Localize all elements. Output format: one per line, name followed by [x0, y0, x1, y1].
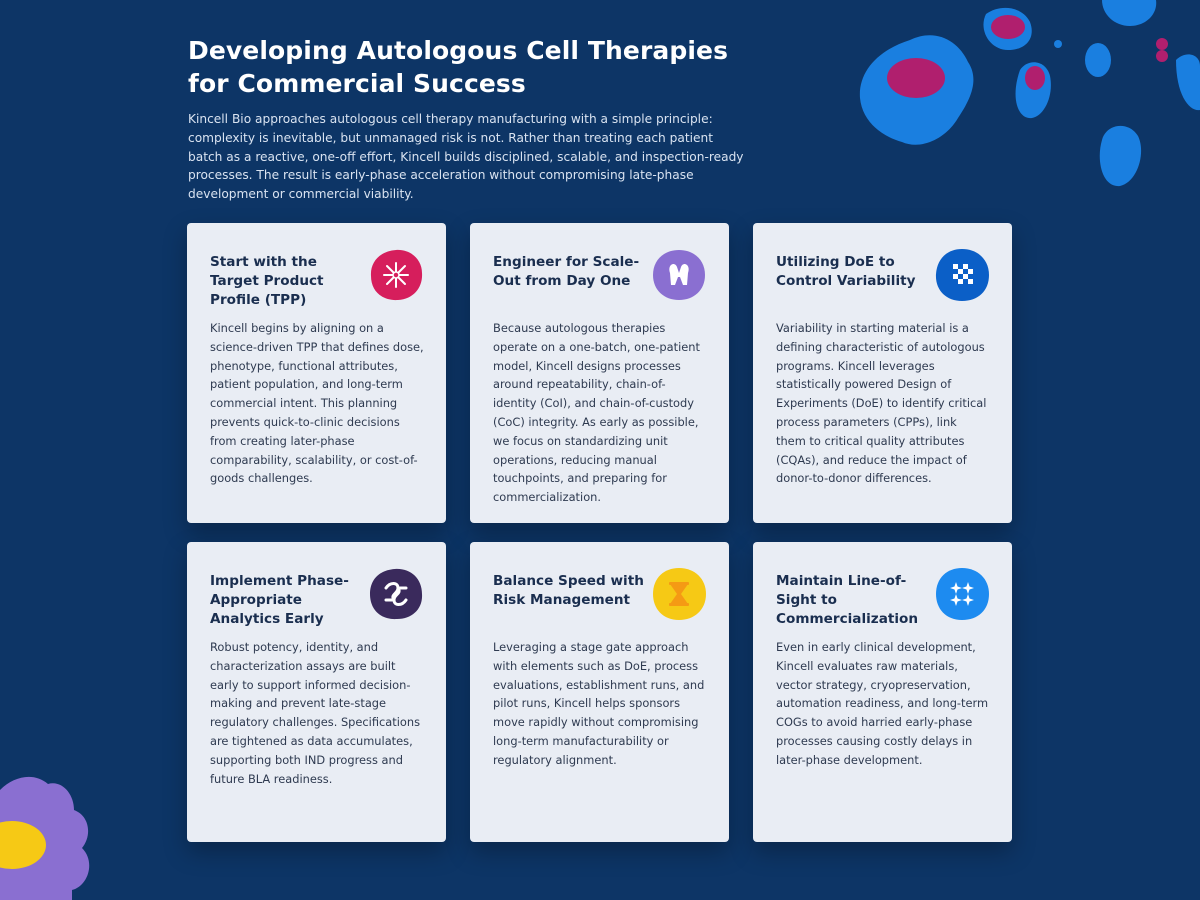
intro-paragraph: Kincell Bio approaches autologous cell t… [188, 112, 744, 202]
cell-shape [1176, 54, 1200, 111]
cell-dot [1156, 50, 1168, 62]
cell-nucleus [887, 58, 945, 98]
cell-nucleus [991, 15, 1025, 39]
page-title: Developing Autologous Cell Therapies for… [188, 36, 729, 98]
starburst-icon [368, 247, 424, 303]
cell-shape [1102, 0, 1157, 26]
card-target-product-profile: Start with the Target Product Profile (T… [187, 223, 446, 523]
card-body: Even in early clinical development, Kinc… [776, 640, 989, 767]
cell-shape [983, 7, 1032, 50]
checker-grid-icon [934, 247, 990, 303]
interlock-icon [368, 566, 424, 622]
card-scale-out: Engineer for Scale-Out from Day One Beca… [470, 223, 729, 523]
cell-shape [1085, 43, 1111, 77]
intro-section: Developing Autologous Cell Therapies for… [188, 34, 748, 204]
sparkle-grid-icon [934, 566, 990, 622]
card-body: Because autologous therapies operate on … [493, 321, 700, 505]
link-shape-icon [651, 247, 707, 303]
decorative-cells [840, 0, 1200, 200]
card-title: Engineer for Scale-Out from Day One [493, 254, 640, 289]
card-title: Implement Phase-Appropriate Analytics Ea… [210, 573, 349, 627]
decorative-cell-bottom [0, 770, 110, 900]
card-body: Variability in starting material is a de… [776, 321, 987, 486]
card-title: Balance Speed with Risk Management [493, 573, 644, 608]
card-doe-variability: Utilizing DoE to Control Variability [753, 223, 1012, 523]
cell-shape [1015, 62, 1051, 119]
cell-nucleus [0, 821, 46, 869]
card-title: Utilizing DoE to Control Variability [776, 254, 916, 289]
card-title: Start with the Target Product Profile (T… [210, 254, 324, 308]
cell-dot [1156, 38, 1168, 50]
cell-shape [859, 35, 974, 145]
card-speed-risk: Balance Speed with Risk Management Lever… [470, 542, 729, 842]
card-body: Leveraging a stage gate approach with el… [493, 640, 705, 767]
cell-nucleus [1025, 66, 1045, 90]
card-body: Robust potency, identity, and characteri… [210, 640, 421, 786]
card-commercialization: Maintain Line-of-Sight to Commercializat… [753, 542, 1012, 842]
cell-shape [0, 776, 90, 900]
hourglass-icon [651, 566, 707, 622]
cell-shape [1099, 125, 1142, 187]
card-body: Kincell begins by aligning on a science-… [210, 321, 424, 486]
card-grid: Start with the Target Product Profile (T… [187, 223, 1013, 842]
card-phase-analytics: Implement Phase-Appropriate Analytics Ea… [187, 542, 446, 842]
cell-dot [1054, 40, 1062, 48]
card-title: Maintain Line-of-Sight to Commercializat… [776, 573, 919, 627]
